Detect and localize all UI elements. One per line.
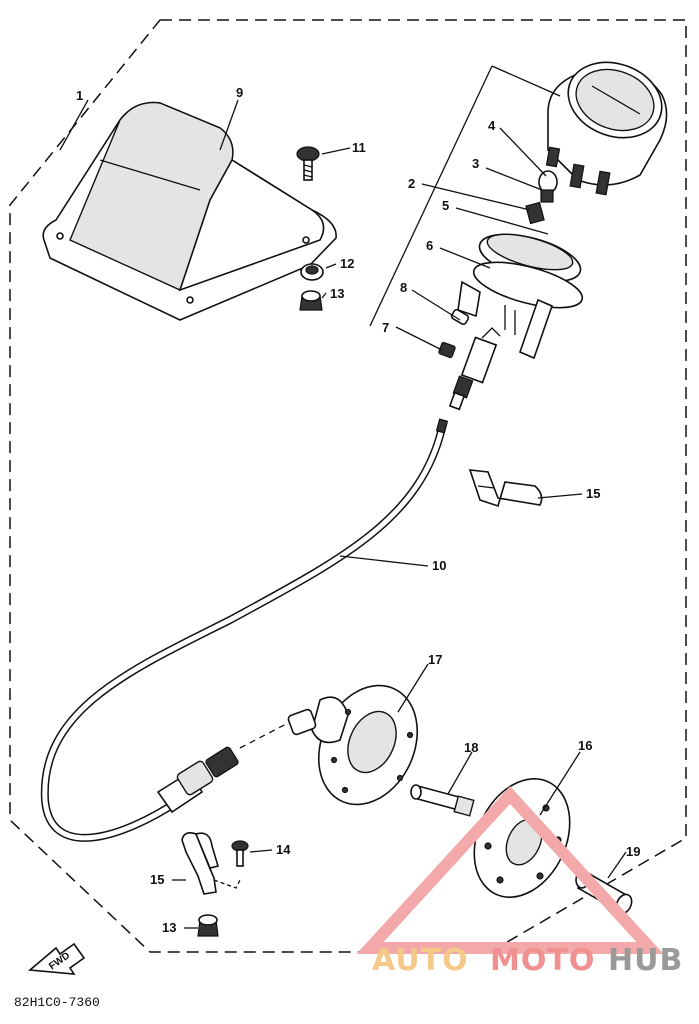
watermark-moto: MOTO <box>490 943 595 978</box>
callout-10: 10 <box>432 558 446 573</box>
callout-9: 9 <box>236 85 243 100</box>
watermark-auto: AUTO <box>372 943 469 978</box>
part-8-clip <box>450 308 470 326</box>
part-10-speedometer-cable <box>40 418 449 842</box>
meter-cable-fitting <box>448 327 501 411</box>
part-17-speedometer-gear-unit <box>287 684 419 806</box>
part-15-cable-clamp-lower <box>181 832 241 895</box>
callout-15-upper: 15 <box>586 486 600 501</box>
part-13-nut-lower <box>197 914 219 937</box>
part-15-cable-clamp-upper <box>468 469 543 508</box>
part-4-speedometer <box>545 61 668 196</box>
callout-1: 1 <box>76 88 83 103</box>
assembly-boundary <box>9 19 687 953</box>
callout-14: 14 <box>276 842 291 857</box>
callout-6: 6 <box>426 238 433 253</box>
callout-3: 3 <box>472 156 479 171</box>
part-9-meter-cover <box>42 101 337 321</box>
part-14-screw <box>231 840 249 867</box>
part-12-grommet <box>300 263 324 281</box>
part-7-nut <box>438 341 456 359</box>
callout-16: 16 <box>578 738 592 753</box>
callout-4: 4 <box>488 118 496 133</box>
part-18-collar <box>410 784 475 817</box>
callout-7: 7 <box>382 320 389 335</box>
watermark-triangle-icon <box>356 786 664 954</box>
automotohub-watermark: AUTO MOTO HUB <box>356 786 683 978</box>
callout-numbers: 1 2 3 4 5 6 7 8 9 10 11 12 13 14 15 16 1… <box>76 85 640 935</box>
callout-12: 12 <box>340 256 354 271</box>
callout-19: 19 <box>626 844 640 859</box>
drawing-code: 82H1C0-7360 <box>14 995 100 1010</box>
leader-lines <box>59 65 627 929</box>
callout-5: 5 <box>442 198 449 213</box>
callout-11: 11 <box>352 140 366 155</box>
callout-8: 8 <box>400 280 407 295</box>
part-5-socket <box>525 201 545 225</box>
part-3-bulb <box>538 170 558 203</box>
part-13-nut-upper <box>299 290 323 311</box>
callout-17: 17 <box>428 652 442 667</box>
fwd-arrow-icon: FWD <box>28 942 86 975</box>
watermark-hub: HUB <box>608 943 683 978</box>
callout-15-lower: 15 <box>150 872 164 887</box>
callout-13-lower: 13 <box>162 920 176 935</box>
part-6-meter-bracket <box>457 233 584 360</box>
callout-18: 18 <box>464 740 478 755</box>
callout-2: 2 <box>408 176 415 191</box>
part-11-screw <box>296 146 320 181</box>
callout-13-upper: 13 <box>330 286 344 301</box>
